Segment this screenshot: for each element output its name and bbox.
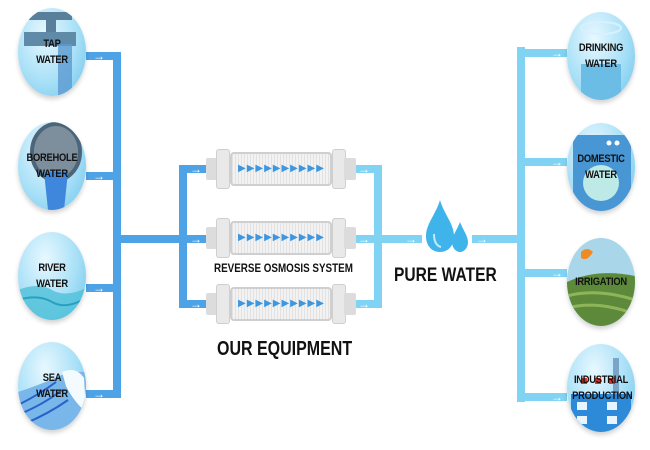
arrow-icon: → <box>358 232 370 246</box>
arrow-icon: → <box>93 49 105 63</box>
node-label: IRRIGATION <box>575 276 627 288</box>
water-drops-icon <box>426 200 468 252</box>
sea-wave-icon <box>18 370 86 430</box>
outlet-branch-domestic <box>517 158 567 166</box>
tap-icon <box>24 12 76 96</box>
use-domestic-water: DOMESTIC WATER <box>567 123 635 211</box>
node-label: DRINKING <box>578 42 624 54</box>
node-label: SEA <box>42 372 62 384</box>
arrow-icon: → <box>551 46 563 60</box>
glass-icon <box>580 21 622 100</box>
permeate-branch-3 <box>356 300 382 308</box>
washing-machine-icon <box>573 135 631 211</box>
outlet-branch-industrial <box>517 393 567 401</box>
arrow-icon: → <box>405 232 417 246</box>
farm-field-icon <box>567 238 635 326</box>
permeate-manifold <box>374 165 382 308</box>
permeate-pipe <box>382 235 422 243</box>
use-industrial-production: INDUSTRIAL PRODUCTION <box>567 344 635 432</box>
inlet-main-pipe <box>113 52 121 398</box>
inlet-branch-tap <box>86 52 121 60</box>
ro-membrane-filter: ▶▶▶▶▶▶▶▶▶▶▶ <box>206 284 356 324</box>
use-irrigation: IRRIGATION <box>567 238 635 326</box>
small-drop <box>452 222 468 252</box>
node-label: RIVER <box>38 262 66 274</box>
permeate-branch-1 <box>356 165 382 173</box>
node-label: DOMESTIC <box>577 153 625 165</box>
arrow-icon: → <box>190 297 202 311</box>
equipment-title: OUR EQUIPMENT <box>217 338 353 360</box>
inlet-branch-sea <box>86 390 121 398</box>
feed-branch-2 <box>179 235 209 243</box>
arrow-icon: → <box>476 232 488 246</box>
factory-icon <box>571 358 631 432</box>
arrow-icon: → <box>358 297 370 311</box>
borehole-icon <box>30 122 82 210</box>
arrow-icon: → <box>551 266 563 280</box>
inlet-branch-river <box>86 284 121 292</box>
feed-branch-3 <box>179 300 209 308</box>
distribution-main-pipe <box>517 47 525 402</box>
node-label: WATER <box>36 54 68 66</box>
outlet-branch-irrigation <box>517 269 567 277</box>
river-wave-icon <box>18 286 86 320</box>
feed-branch-1 <box>179 165 209 173</box>
ro-membrane-filter: ▶▶▶▶▶▶▶▶▶▶▶ <box>206 218 356 258</box>
inlet-branch-borehole <box>86 172 121 180</box>
node-label: PRODUCTION <box>572 390 633 402</box>
flow-arrows: ▶▶▶▶▶▶▶▶▶▶▶ <box>238 232 324 243</box>
feed-pipe <box>121 235 183 243</box>
distribution-feed-pipe <box>472 235 524 243</box>
arrow-icon: → <box>190 162 202 176</box>
node-label: BOREHOLE <box>26 152 78 164</box>
ro-membrane-filter: ▶▶▶▶▶▶▶▶▶▶▶ <box>206 149 356 189</box>
node-label: WATER <box>585 58 617 70</box>
arrow-icon: → <box>93 387 105 401</box>
permeate-branch-2 <box>356 235 382 243</box>
source-river-water: RIVER WATER <box>18 232 86 320</box>
arrow-icon: → <box>190 232 202 246</box>
arrow-icon: → <box>93 169 105 183</box>
node-label: WATER <box>36 388 68 400</box>
outlet-branch-drinking <box>517 49 567 57</box>
use-drinking-water: DRINKING WATER <box>567 12 635 100</box>
node-label: WATER <box>36 278 68 290</box>
node-label: TAP <box>43 38 61 50</box>
source-borehole-water: BOREHOLE WATER <box>18 122 86 210</box>
source-tap-water: TAP WATER <box>18 8 86 96</box>
node-label: WATER <box>36 168 68 180</box>
arrow-icon: → <box>358 162 370 176</box>
large-drop <box>426 200 454 252</box>
node-label: INDUSTRIAL <box>573 374 629 386</box>
arrow-icon: → <box>551 155 563 169</box>
source-sea-water: SEA WATER <box>18 342 86 430</box>
flow-arrows: ▶▶▶▶▶▶▶▶▶▶▶ <box>238 163 324 174</box>
node-label: WATER <box>585 169 617 181</box>
arrow-icon: → <box>551 390 563 404</box>
flow-arrows: ▶▶▶▶▶▶▶▶▶▶▶ <box>238 298 324 309</box>
pure-water-label: PURE WATER <box>394 265 497 286</box>
system-label: REVERSE OSMOSIS SYSTEM <box>214 261 353 275</box>
arrow-icon: → <box>93 281 105 295</box>
